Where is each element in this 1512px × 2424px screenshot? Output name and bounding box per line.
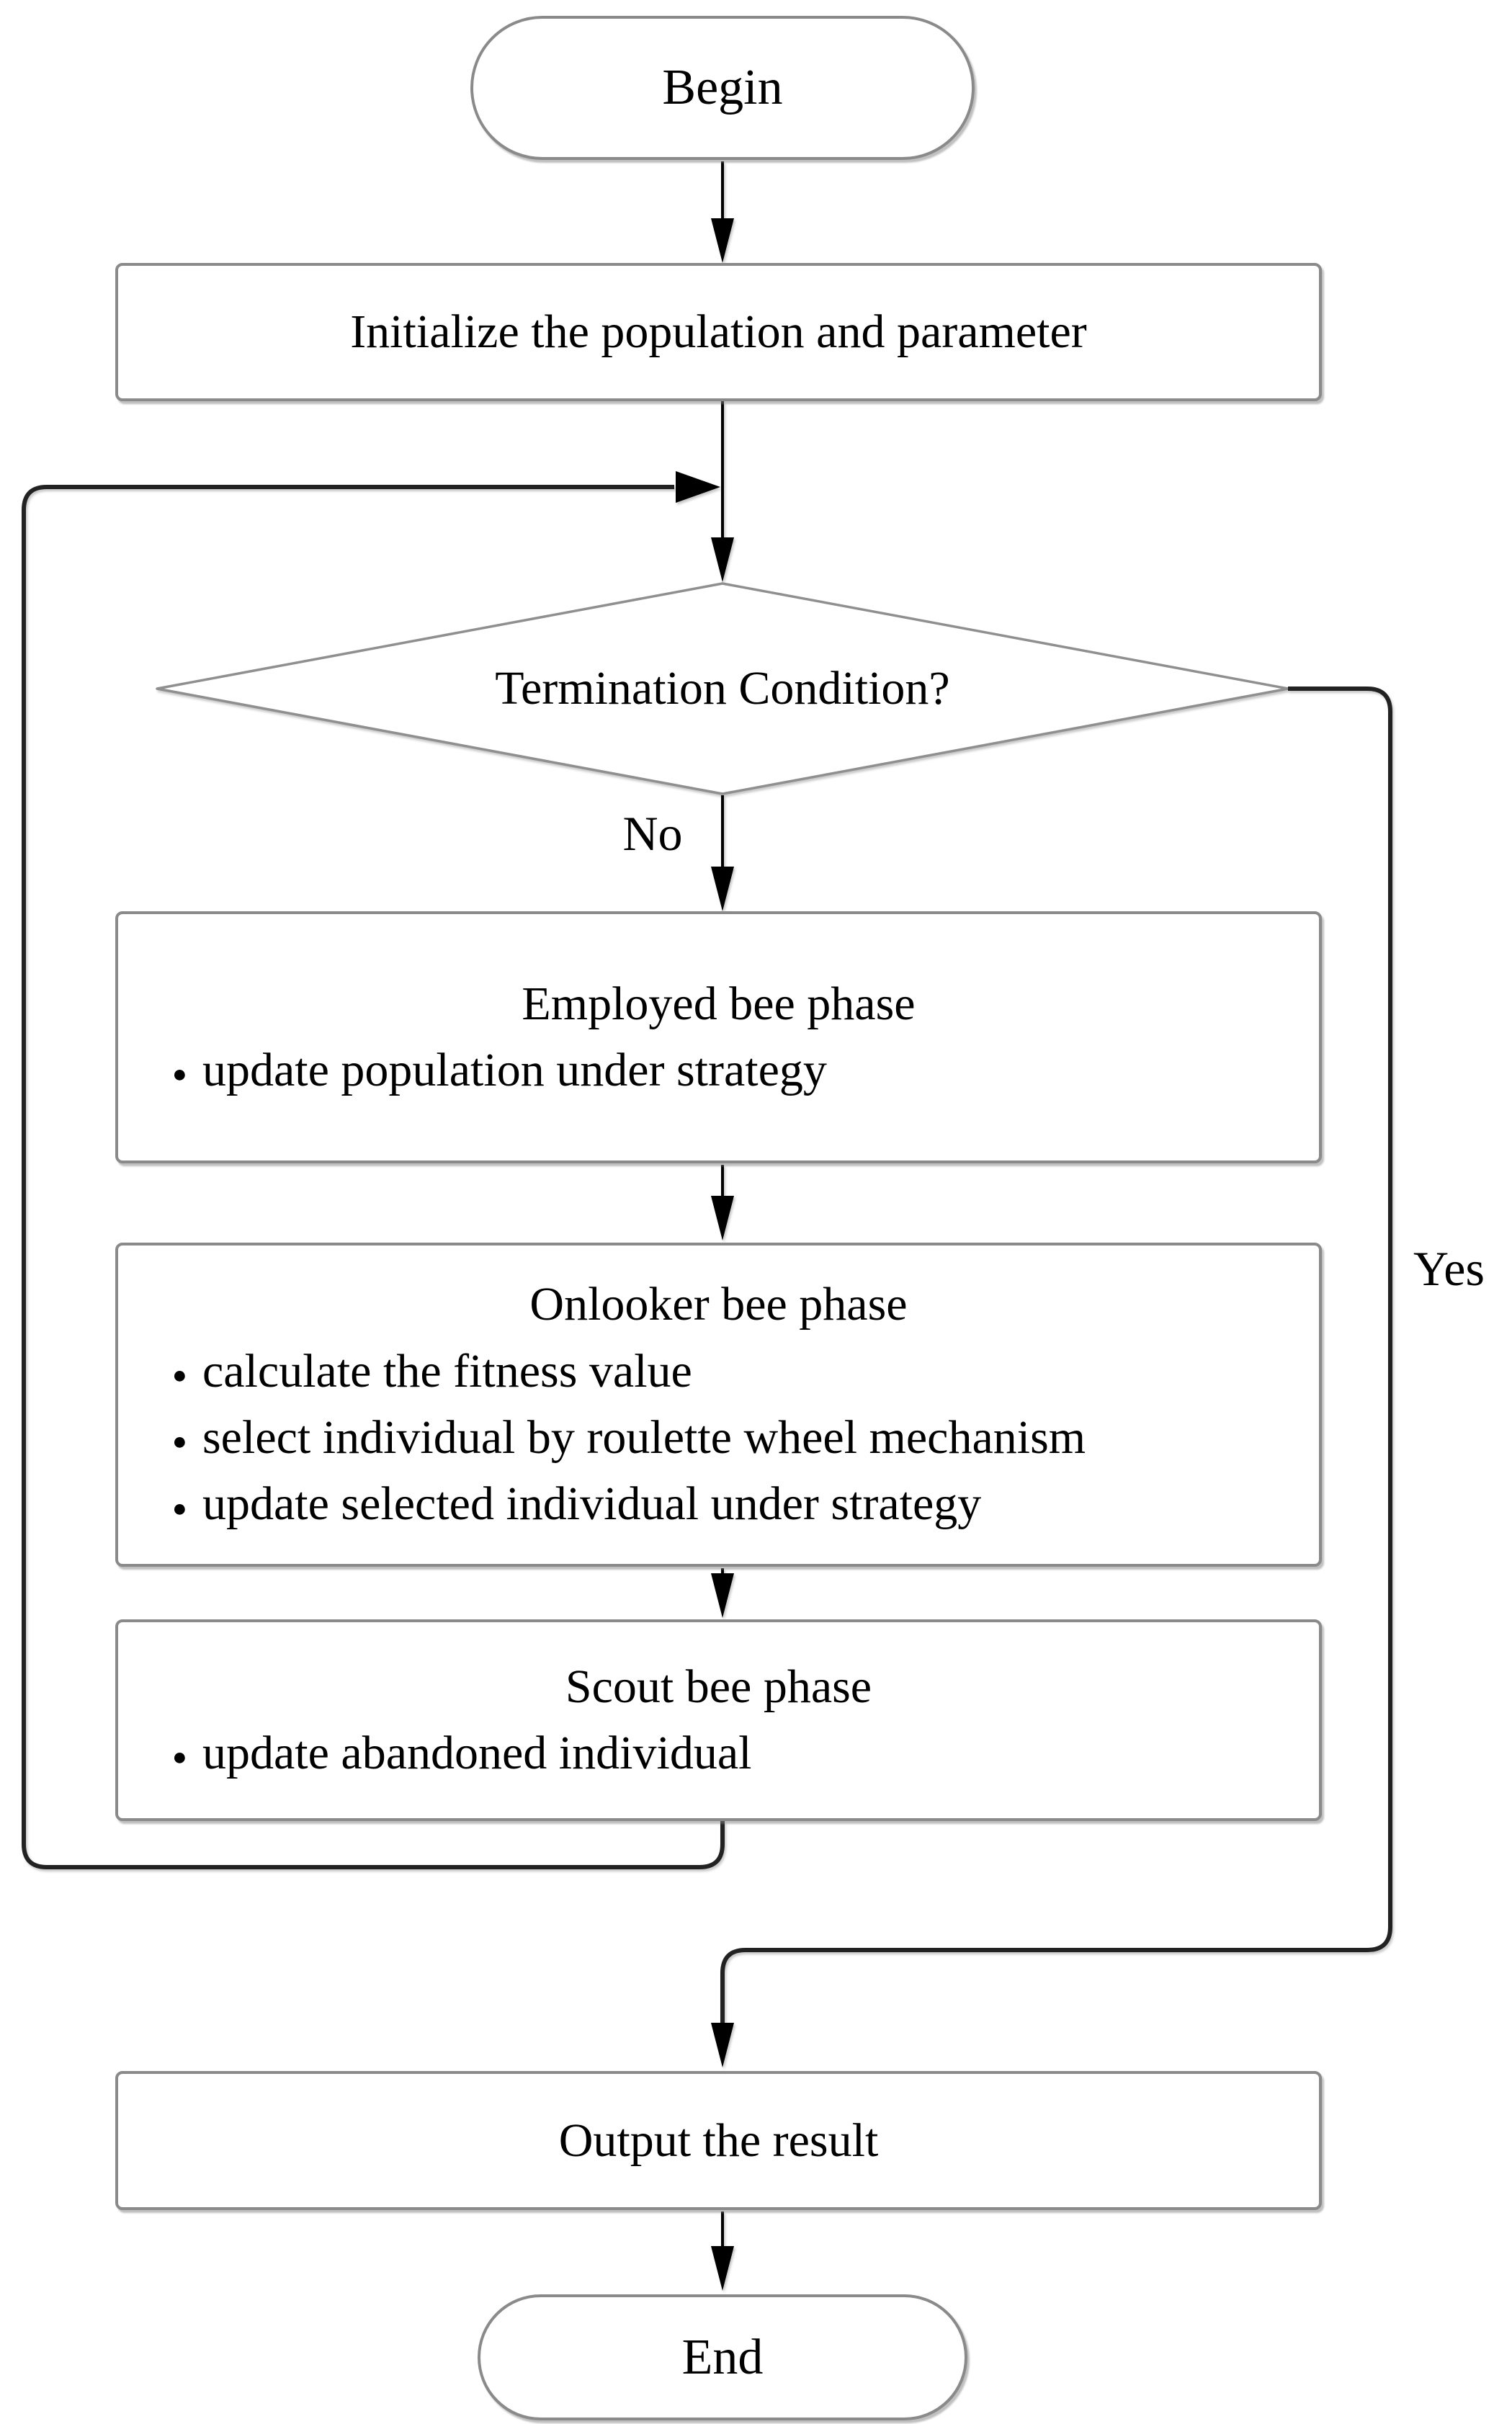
- bullet-item: update population under strategy: [172, 1037, 1319, 1104]
- termination-diamond-shape: [156, 582, 1289, 795]
- arrowhead-output-to-end: [711, 2246, 734, 2291]
- employed-phase-node: Employed bee phase update population und…: [115, 911, 1322, 1163]
- arrowhead-employed-to-onlooker: [711, 1196, 734, 1240]
- bullet-item: update selected individual under strateg…: [172, 1471, 1319, 1537]
- termination-decision-label: Termination Condition?: [495, 662, 950, 715]
- arrowhead-onlooker-to-scout: [711, 1573, 734, 1618]
- onlooker-phase-node: Onlooker bee phase calculate the fitness…: [115, 1243, 1322, 1567]
- arrowhead-initialize-to-termination: [711, 537, 734, 582]
- bullet-item: update abandoned individual: [172, 1720, 1319, 1786]
- no-edge-label: No: [622, 806, 683, 861]
- scout-phase-title: Scout bee phase: [565, 1660, 872, 1713]
- initialize-node: Initialize the population and parameter: [115, 263, 1322, 401]
- scout-bullet-list: update abandoned individual: [118, 1720, 1319, 1786]
- arrowhead-termination-to-employed: [711, 867, 734, 911]
- arrowhead-yes-to-output: [711, 2023, 734, 2067]
- onlooker-bullet-list: calculate the fitness value select indiv…: [118, 1338, 1319, 1538]
- yes-edge-label: Yes: [1413, 1241, 1485, 1296]
- scout-phase-node: Scout bee phase update abandoned individ…: [115, 1619, 1322, 1821]
- bullet-item: select individual by roulette wheel mech…: [172, 1405, 1319, 1471]
- employed-phase-title: Employed bee phase: [522, 977, 916, 1030]
- yes-path: [720, 686, 1392, 2023]
- arrowhead-begin-to-initialize: [711, 218, 734, 263]
- output-node: Output the result: [115, 2071, 1322, 2210]
- loop-back-path: [22, 485, 725, 1869]
- end-node: End: [478, 2294, 967, 2420]
- onlooker-phase-title: Onlooker bee phase: [529, 1278, 908, 1331]
- bullet-item: calculate the fitness value: [172, 1338, 1319, 1405]
- employed-bullet-list: update population under strategy: [118, 1037, 1319, 1104]
- begin-node: Begin: [470, 16, 975, 160]
- arrowhead-loop-back: [676, 471, 720, 503]
